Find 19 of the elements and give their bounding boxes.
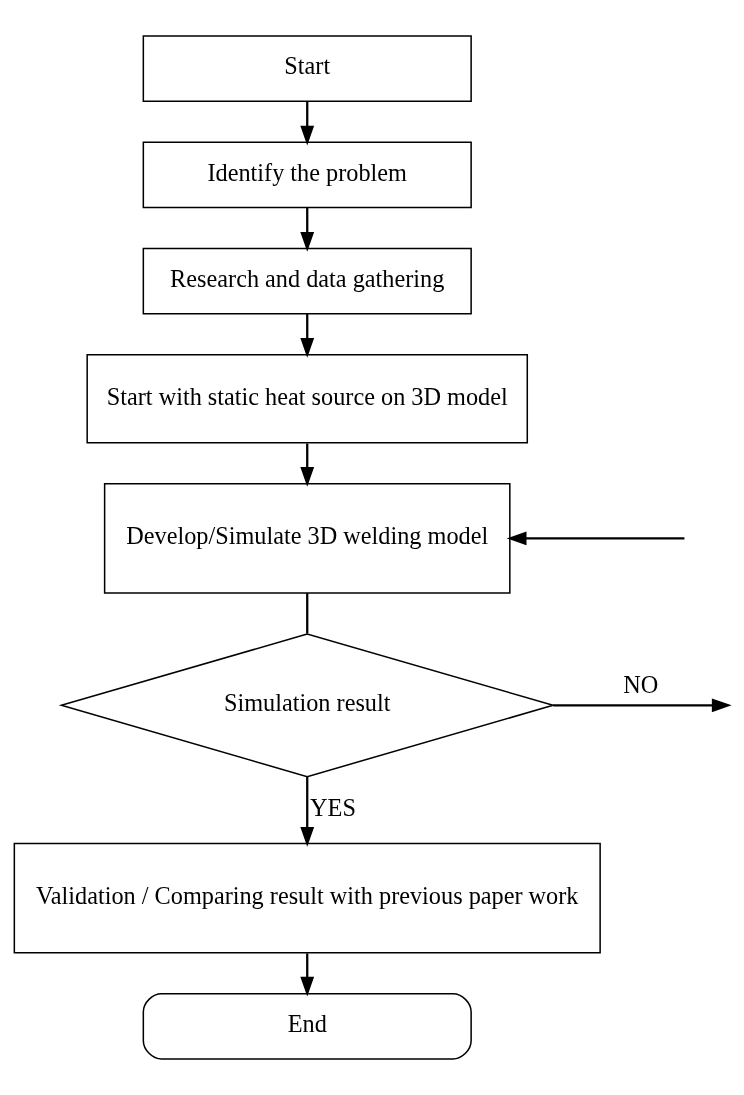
edge-label: YES [310,793,356,821]
node-box: Validation / Comparing result with previous paper work [13,842,601,954]
node-box: Develop/Simulate 3D welding model [103,483,511,594]
node-box: Identify the problem [142,141,472,209]
arrow [553,698,732,713]
node-diamond: Simulation result [58,633,556,778]
arrow [300,101,315,146]
arrow [300,314,315,358]
connector [306,593,309,634]
node-box: End [142,992,472,1060]
arrow [300,207,315,252]
node-box: Start [142,35,472,103]
node-box: Start with static heat source on 3D model [86,354,529,444]
node-box: Research and data gathering [142,247,472,315]
arrow [300,443,315,487]
arrow [300,953,315,997]
arrow [300,776,315,847]
arrow [506,531,685,546]
edge-label: NO [623,670,659,698]
